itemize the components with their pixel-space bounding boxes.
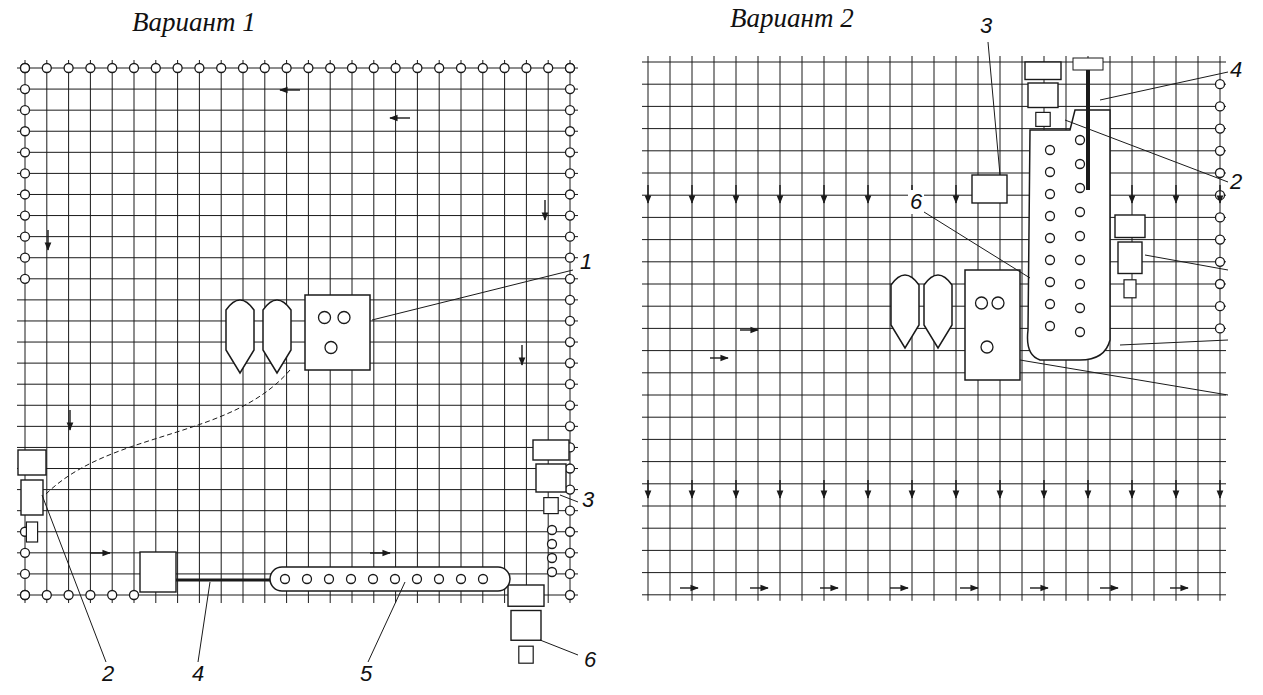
callout-number: 4	[190, 662, 206, 686]
callout-number: 6	[582, 648, 598, 672]
variant-two-plan	[642, 42, 1228, 601]
callout-number: 2	[1228, 170, 1244, 194]
callout-number: 4	[1228, 58, 1244, 82]
callout-number: 3	[978, 14, 994, 38]
callout-number: 2	[100, 662, 116, 686]
callout-number: 3	[580, 488, 596, 512]
variant-one-plan	[17, 60, 578, 663]
callout-number: 6	[908, 190, 924, 214]
variant-title: Вариант 2	[728, 4, 856, 34]
variant-title: Вариант 1	[130, 8, 258, 38]
callout-number: 5	[358, 662, 374, 686]
callout-number: 1	[578, 250, 594, 274]
